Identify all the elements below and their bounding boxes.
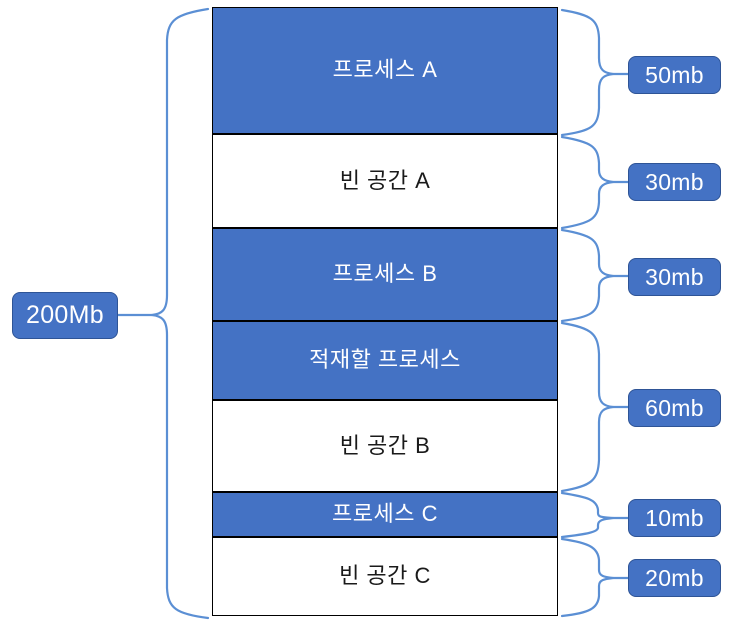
brace-50mb [560,8,615,137]
size-label-combined-free-b: 60mb [628,389,721,427]
memory-block-label: 빈 공간 A [339,167,431,193]
brace-10mb [560,491,615,539]
brace-30mb-proc-b [560,228,615,323]
brace-20mb [560,537,615,618]
memory-block-process-b: 프로세스 B [212,228,558,321]
brace-30mb-free-a [560,135,615,230]
memory-block-process-a: 프로세스 A [212,7,558,134]
memory-block-label: 프로세스 A [332,57,438,83]
size-label-free-a: 30mb [628,163,721,201]
memory-block-process-c: 프로세스 C [212,492,558,537]
memory-block-label: 프로세스 C [332,501,438,527]
memory-block-label: 빈 공간 B [339,432,431,458]
brace-total [150,7,210,620]
memory-block-free-b: 빈 공간 B [212,400,558,492]
size-label-process-c: 10mb [628,499,721,537]
memory-block-free-a: 빈 공간 A [212,134,558,228]
total-memory-label: 200Mb [12,292,118,339]
memory-block-process-to-load: 적재할 프로세스 [212,321,558,400]
memory-block-label: 빈 공간 C [339,563,431,589]
memory-block-label: 적재할 프로세스 [309,347,461,373]
brace-60mb [560,321,615,493]
size-label-process-b: 30mb [628,258,721,296]
memory-column: 프로세스 A 빈 공간 A 프로세스 B 적재할 프로세스 빈 공간 B 프로세… [212,7,558,616]
size-label-process-a: 50mb [628,56,721,94]
memory-block-free-c: 빈 공간 C [212,537,558,616]
memory-block-label: 프로세스 B [332,261,438,287]
size-label-free-c: 20mb [628,559,721,597]
